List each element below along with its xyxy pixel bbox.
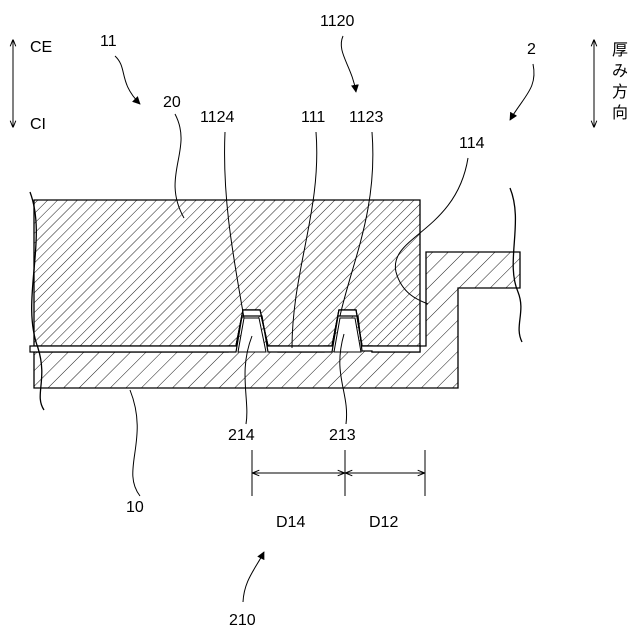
label-214: 214	[228, 427, 255, 444]
leader-11	[115, 56, 140, 104]
thickness-direction-indicator: 厚 み 方 向	[594, 40, 628, 127]
label-11: 11	[100, 33, 117, 50]
ce-ci-direction-indicator: CE CI	[13, 39, 52, 133]
label-20: 20	[163, 94, 181, 111]
label-1124: 1124	[200, 109, 235, 126]
thickness-char-4: 向	[612, 103, 628, 122]
ci-label: CI	[30, 116, 46, 133]
label-210: 210	[229, 612, 256, 629]
ce-label: CE	[30, 39, 52, 56]
leader-2	[510, 64, 534, 120]
leader-1120	[341, 36, 356, 92]
leader-10	[130, 390, 140, 496]
label-10: 10	[126, 499, 144, 516]
label-2: 2	[527, 41, 536, 58]
label-1120: 1120	[320, 13, 355, 30]
label-114: 114	[459, 135, 485, 152]
thickness-char-1: 厚	[612, 40, 628, 59]
label-1123: 1123	[349, 109, 384, 126]
thickness-char-2: み	[612, 61, 628, 80]
label-111: 111	[301, 109, 325, 126]
dim-label-d14: D14	[276, 514, 305, 531]
dim-label-d12: D12	[369, 514, 398, 531]
dimension-group: D14 D12	[252, 450, 425, 531]
thickness-char-3: 方	[612, 82, 628, 101]
label-213: 213	[329, 427, 356, 444]
leader-210	[243, 552, 264, 602]
member-20-section	[34, 200, 420, 346]
